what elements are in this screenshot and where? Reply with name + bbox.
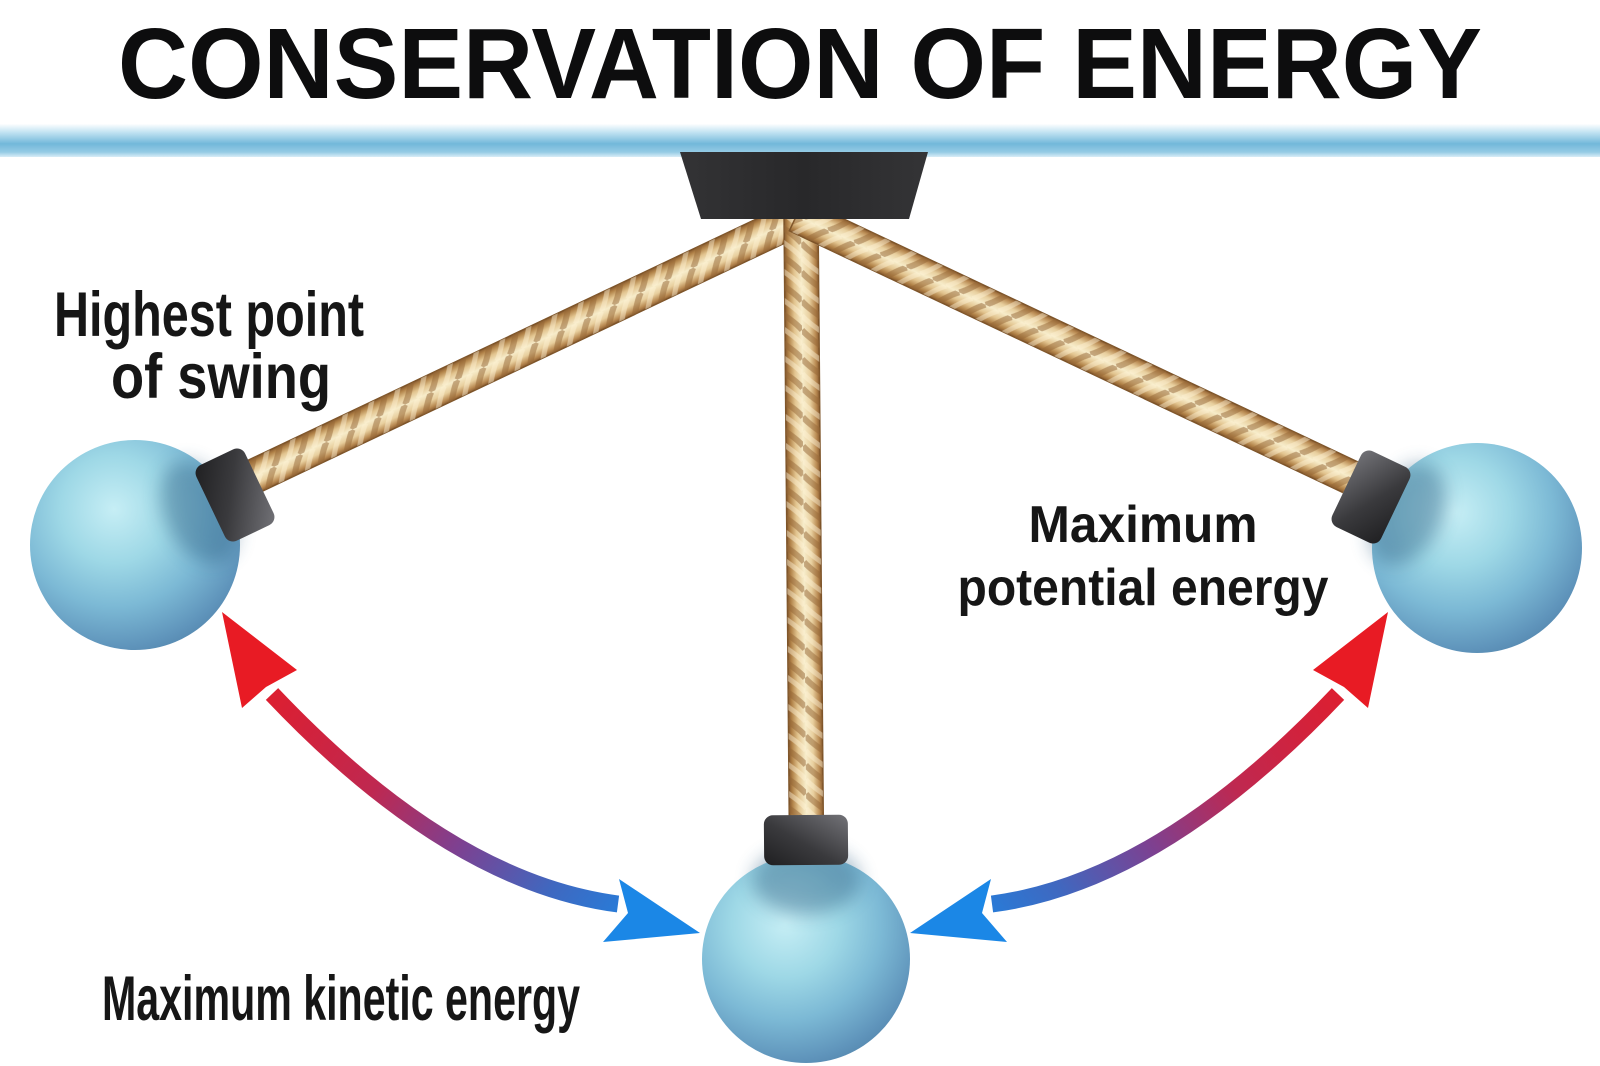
label-max-kinetic: Maximum kinetic energy [102,964,580,1034]
rope-cap-right [1331,450,1446,566]
ceiling-bar [0,124,1600,157]
label-highest-point-line1: Highest point [54,280,364,350]
label-max-potential-line1: Maximum [1029,496,1258,554]
label-highest-point-line2: of swing [111,342,331,412]
rope-center [783,207,825,843]
arrowhead-red-right [1313,612,1388,708]
arrowhead-blue-right [910,879,1007,942]
rope-cap-left [160,448,275,564]
diagram-title: CONSERVATION OF ENERGY [118,8,1482,120]
swing-arc-left [222,612,700,942]
swing-arc-left-shaft [265,688,620,913]
mount-bracket [680,152,928,219]
rope-cap-center [752,814,861,915]
swing-arc-right [910,612,1388,942]
swing-arc-right-shaft [990,688,1345,913]
arrowhead-red-left [222,612,297,708]
pendulum-ball-center [702,855,910,1063]
arrowhead-blue-left [603,879,700,942]
label-max-potential-line2: potential energy [958,559,1329,617]
